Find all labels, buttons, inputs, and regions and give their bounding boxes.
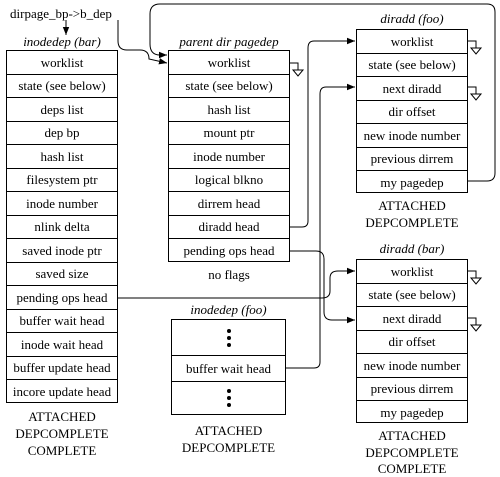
field: previous dirrem xyxy=(357,378,467,401)
inodedep-foo-status-2: DEPCOMPLETE xyxy=(181,440,276,455)
field: inode number xyxy=(7,192,117,216)
field: nlink delta xyxy=(7,216,117,239)
field: state (see below) xyxy=(169,75,289,98)
field: worklist xyxy=(169,51,289,75)
diradd-bar-status-1: ATTACHED xyxy=(378,428,446,443)
null-pointer-icon xyxy=(468,86,483,101)
field: deps list xyxy=(7,98,117,122)
null-pointer-icon xyxy=(468,40,483,55)
inodedep-foo-title: inodedep (foo) xyxy=(190,302,267,317)
field: next diradd xyxy=(357,77,467,101)
field: dir offset xyxy=(357,331,467,354)
arrow-header-to-pagedep xyxy=(117,20,168,65)
arrow-pagedep-diradd-to-diradd-foo xyxy=(290,37,355,228)
null-pointer-icon xyxy=(290,62,305,77)
field: pending ops head xyxy=(183,243,275,258)
field: worklist xyxy=(357,30,467,54)
arrow-inodedep-foo-to-diradd-foo xyxy=(286,83,355,369)
diradd-foo-status-2: DEPCOMPLETE xyxy=(365,215,459,230)
inodedep-foo-struct: buffer wait head xyxy=(171,319,286,415)
diradd-bar-status-2: DEPCOMPLETE xyxy=(365,445,459,460)
field: dir offset xyxy=(357,101,467,124)
field: state (see below) xyxy=(357,284,467,307)
arrow-diradd-foo-mypagedep-to-pagedep xyxy=(149,3,496,182)
field: mount ptr xyxy=(169,122,289,145)
pagedep-struct: worklist state (see below) hash list mou… xyxy=(168,50,290,262)
pagedep-title: parent dir pagedep xyxy=(179,34,279,49)
field: my pagedep xyxy=(380,404,444,420)
field: new inode number xyxy=(357,354,467,378)
field: buffer wait head xyxy=(172,356,285,382)
field: state (see below) xyxy=(7,75,117,98)
inodedep-bar-title: inodedep (bar) xyxy=(23,34,101,49)
diradd-foo-title: diradd (foo) xyxy=(380,11,444,26)
field: previous dirrem xyxy=(357,148,467,171)
field: saved size xyxy=(7,263,117,286)
inodedep-bar-struct: worklist state (see below) deps list dep… xyxy=(6,50,118,403)
field: state (see below) xyxy=(357,54,467,77)
diradd-bar-status-3: COMPLETE xyxy=(377,461,447,476)
field: buffer update head xyxy=(7,357,117,380)
pagedep-status: no flags xyxy=(208,267,250,282)
field: hash list xyxy=(7,145,117,169)
field: hash list xyxy=(169,98,289,122)
ellipsis-icon xyxy=(172,320,285,356)
ellipsis-icon xyxy=(172,382,285,414)
inodedep-bar-status-2: DEPCOMPLETE xyxy=(15,426,109,441)
field: incore update head xyxy=(12,384,112,399)
field: buffer wait head xyxy=(7,310,117,333)
field: worklist xyxy=(7,51,117,75)
field: inode number xyxy=(169,145,289,169)
null-pointer-icon xyxy=(468,317,483,332)
field: diradd head xyxy=(169,216,289,239)
inodedep-foo-status-1: ATTACHED xyxy=(194,423,263,438)
field: worklist xyxy=(357,260,467,284)
field: logical blkno xyxy=(169,169,289,192)
arrow-pagedep-pending-to-diradd-bar xyxy=(290,250,355,324)
field: pending ops head xyxy=(7,286,117,310)
diradd-foo-struct: worklist state (see below) next diradd d… xyxy=(356,29,468,193)
null-pointer-icon xyxy=(468,270,483,285)
field: next diradd xyxy=(357,307,467,331)
diradd-bar-title: diradd (bar) xyxy=(379,241,445,256)
inodedep-bar-status-1: ATTACHED xyxy=(28,409,96,424)
inodedep-bar-status-3: COMPLETE xyxy=(27,443,97,458)
field: my pagedep xyxy=(380,174,444,190)
field: dirrem head xyxy=(169,192,289,216)
header-label: dirpage_bp->b_dep xyxy=(10,6,112,21)
field: filesystem ptr xyxy=(7,169,117,192)
field: inode wait head xyxy=(7,333,117,357)
field: saved inode ptr xyxy=(7,239,117,263)
field: new inode number xyxy=(357,124,467,148)
arrow-inodedep-bar-pending-to-diradd-bar xyxy=(118,267,355,299)
field: dep bp xyxy=(7,122,117,145)
diradd-foo-status-1: ATTACHED xyxy=(378,198,446,213)
diradd-bar-struct: worklist state (see below) next diradd d… xyxy=(356,259,468,423)
